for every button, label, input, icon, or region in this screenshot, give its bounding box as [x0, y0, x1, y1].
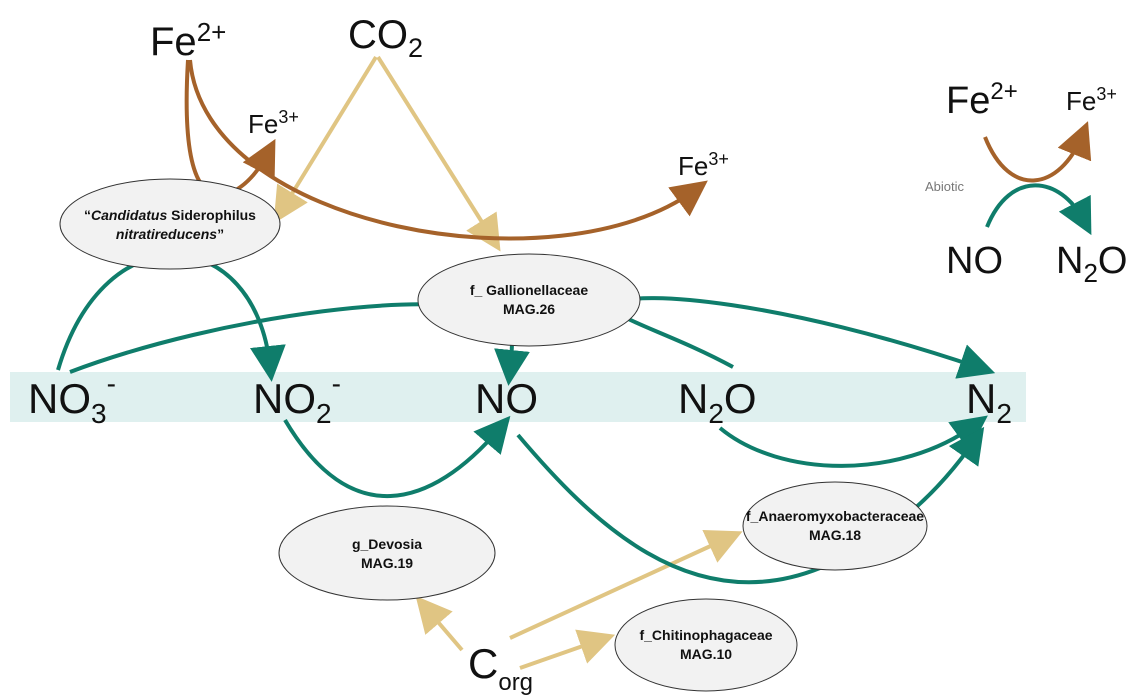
fe3-label-b: Fe3+	[678, 149, 729, 181]
node-anaeromyxo	[742, 481, 928, 571]
siderophilus-line2: nitratireducens”	[116, 226, 224, 242]
arrow-fe2-to-fe3-b	[188, 59, 708, 241]
chitinophagaceae-line2: MAG.10	[680, 646, 732, 662]
gallionellaceae-line1: f_ Gallionellaceae	[470, 282, 588, 298]
corg-label: Corg	[468, 640, 533, 695]
abiotic-legend: Fe2+ Fe3+ Abiotic NO N2O	[925, 78, 1127, 288]
legend-abiotic-label: Abiotic	[925, 179, 965, 194]
devosia-line1: g_Devosia	[352, 536, 422, 552]
arrow-corg-to-anaeromyxo	[509, 529, 743, 640]
siderophilus-line1: “Candidatus Siderophilus	[84, 207, 256, 223]
carbon-arrows	[273, 55, 743, 670]
arrow-no3-to-no2	[56, 253, 286, 382]
legend-n2o-label: N2O	[1056, 240, 1127, 288]
arrow-corg-to-devosia	[415, 595, 464, 652]
no2-label: NO2-	[253, 368, 341, 429]
fe3-label-a: Fe3+	[248, 107, 299, 139]
node-chitinophagaceae	[614, 598, 798, 692]
anaeromyxo-line2: MAG.18	[809, 527, 861, 543]
no-label: NO	[475, 375, 538, 422]
node-devosia	[278, 505, 496, 601]
chitinophagaceae-line1: f_Chitinophagaceae	[639, 627, 772, 643]
arrow-corg-to-chitinophagaceae	[519, 629, 616, 670]
legend-fe2-label: Fe2+	[946, 78, 1018, 122]
organism-nodes: “Candidatus Siderophilus nitratireducens…	[59, 178, 928, 692]
legend-iron-arrow	[983, 121, 1092, 183]
no3-label: NO3-	[28, 368, 116, 429]
co2-label: CO2	[348, 13, 423, 63]
arrow-no2-to-no	[283, 415, 511, 498]
chemical-labels: Fe2+ CO2 Fe3+ Fe3+ NO3- NO2- NO N2O N2 C…	[28, 13, 1012, 695]
devosia-line2: MAG.19	[361, 555, 413, 571]
arrow-n2o-to-n2	[610, 296, 996, 379]
node-gallionellaceae	[417, 253, 641, 347]
legend-no-label: NO	[946, 240, 1003, 282]
gallionellaceae-line2: MAG.26	[503, 301, 555, 317]
arrow-n2o-to-n2-lower	[718, 415, 988, 468]
anaeromyxo-line1: f_Anaeromyxobacteraceae	[746, 508, 924, 524]
node-siderophilus	[59, 178, 281, 270]
arrow-co2-to-siderophilus	[273, 55, 378, 224]
arrow-co2-to-gallionellaceae	[376, 55, 501, 252]
legend-nitrogen-arrow	[985, 183, 1092, 236]
legend-fe3-label: Fe3+	[1066, 84, 1117, 116]
n2-label: N2	[966, 375, 1012, 429]
n2o-label: N2O	[678, 375, 757, 429]
arrow-no-to-n2	[516, 426, 985, 585]
fe2-main-label: Fe2+	[150, 17, 226, 64]
